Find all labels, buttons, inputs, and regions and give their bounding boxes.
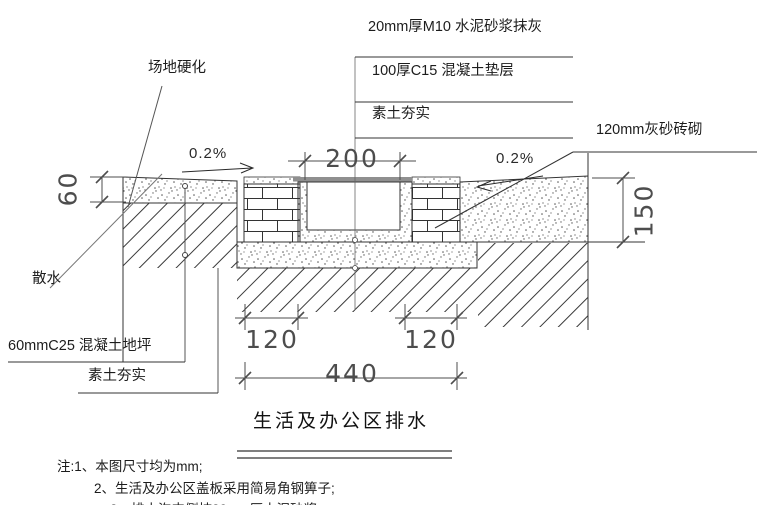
leader-lines [8,56,757,394]
cover-grate [293,177,412,182]
label-apron: 散水 [32,271,61,287]
note-3: 3、排水沟内侧抹20mm厚水泥砂浆。 [110,498,331,505]
mortar-cap-right [411,176,461,185]
note-1: 注:1、本图尺寸均为mm; [57,459,203,474]
label-concrete-bed: 100厚C15 混凝土垫层 [372,63,514,79]
dim-overall-width: 440 [325,359,379,388]
label-mortar-cap: 20mm厚M10 水泥砂浆抹灰 [368,19,543,35]
slope-arrow-left [181,162,255,174]
slope-arrow-right [475,175,544,192]
centerline [352,57,358,310]
dim-pavement-thickness: 60 [53,170,83,207]
section-edges [122,153,645,362]
dim-wall-right: 120 [404,325,458,354]
brick-wall-right [411,183,461,243]
mortar-cap-left [243,176,301,185]
slope-label-left: 0.2% [189,145,228,162]
dim-wall-left: 120 [245,325,299,354]
dim-channel-width: 200 [325,144,379,173]
earth-hatch-center [237,268,478,312]
pavement-layer-left [122,176,238,204]
label-site-hardening: 场地硬化 [148,60,206,76]
slope-label-right: 0.2% [496,150,535,167]
drawing-title: 生活及办公区排水 [253,411,430,432]
dimension-lines [90,152,635,390]
dim-wall-height: 150 [629,183,659,238]
earth-hatch-left [123,203,237,268]
note-2: 2、生活及办公区盖板采用简易角钢箅子; [94,481,335,496]
title-rules [237,450,452,459]
label-brick-masonry: 120mm灰砂砖砌 [596,122,703,138]
label-soil-top: 素土夯实 [372,106,430,122]
concrete-base-slab [236,241,478,269]
earth-hatch-right [478,243,588,327]
brick-wall-left [243,183,301,243]
label-floor: 60mmC25 混凝土地坪 [8,338,152,354]
label-soil-bottom: 素土夯实 [88,368,146,384]
